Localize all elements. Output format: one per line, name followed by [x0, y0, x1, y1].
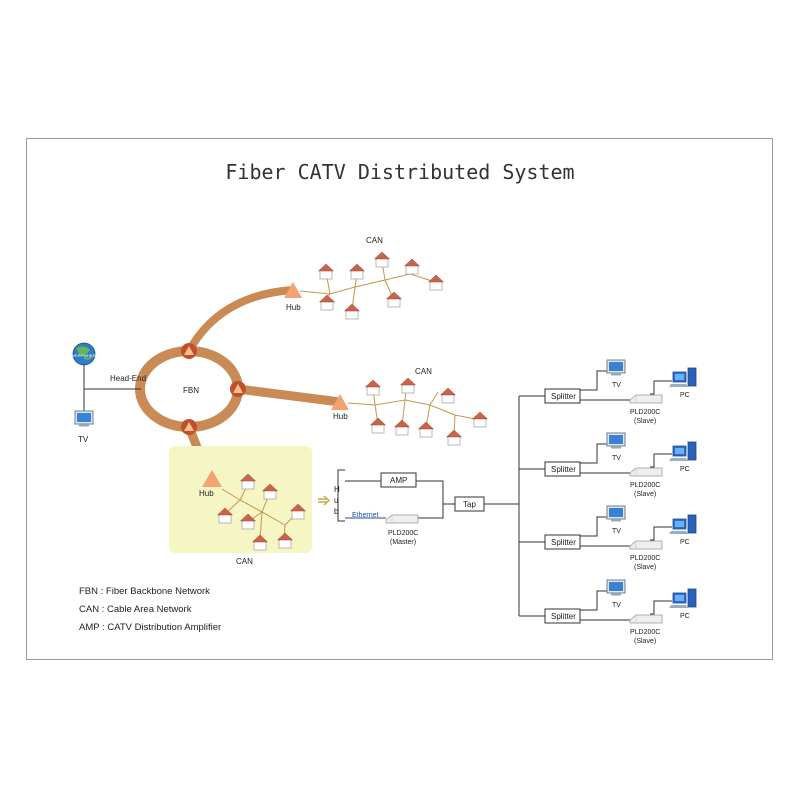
- tv-icon-2: [606, 432, 626, 449]
- diagram-frame: [26, 138, 773, 660]
- fbn-node-top: [181, 343, 197, 359]
- pc-label-4: PC: [680, 613, 690, 620]
- pld-slave-model-4: PLD200C: [630, 629, 660, 636]
- amp-links: [345, 480, 455, 519]
- hub-bottom-label: Hub: [199, 489, 214, 498]
- diagram-title: Fiber CATV Distributed System: [225, 160, 575, 184]
- amp-label: AMP: [390, 476, 407, 485]
- hub-middle: [331, 394, 349, 410]
- splitter-branch-4: [580, 590, 672, 621]
- splitter-label-2: Splitter: [551, 465, 576, 474]
- pc-icon-4: [668, 588, 697, 609]
- fbn-label: FBN: [183, 386, 199, 395]
- hub-vertical-h: H: [334, 485, 340, 494]
- trunk-lines: [484, 395, 545, 617]
- pld-slave-role-4: (Slave): [634, 638, 656, 645]
- pld-slave-role-2: (Slave): [634, 491, 656, 498]
- pc-label-2: PC: [680, 466, 690, 473]
- tv-label-2: TV: [612, 455, 621, 462]
- pld-slave-model-1: PLD200C: [630, 409, 660, 416]
- tv-icon-3: [606, 505, 626, 522]
- splitter-box-2: [544, 461, 581, 477]
- ethernet-label: Ethernet: [352, 512, 379, 519]
- head-end-tv-label: TV: [78, 435, 89, 444]
- head-end-label: Head-End: [110, 374, 146, 383]
- fbn-node-bottom: [181, 419, 197, 435]
- legend-fbn: FBN : Fiber Backbone Network: [79, 586, 210, 597]
- pld-slave-role-3: (Slave): [634, 564, 656, 571]
- pc-icon-2: [668, 441, 697, 462]
- pld-master-icon: [385, 514, 419, 524]
- pld-slave-model-2: PLD200C: [630, 482, 660, 489]
- pld-master-model: PLD200C: [388, 530, 418, 537]
- hub-bottom: [202, 470, 222, 487]
- legend-amp: AMP : CATV Distribution Amplifier: [79, 622, 222, 633]
- splitter-label-3: Splitter: [551, 538, 576, 547]
- splitter-label-4: Splitter: [551, 612, 576, 621]
- hub-bracket: [337, 469, 345, 522]
- hub-middle-label: Hub: [333, 412, 348, 421]
- tv-icon-4: [606, 579, 626, 596]
- can-top-label: CAN: [366, 236, 383, 245]
- pld-slave-role-1: (Slave): [634, 418, 656, 425]
- head-end-tv-icon: [74, 410, 94, 427]
- can-middle-label: CAN: [415, 367, 432, 376]
- tv-label-3: TV: [612, 528, 621, 535]
- hub-vertical-u: u: [334, 496, 338, 505]
- globe-caption: EVERYWHERE: [70, 353, 99, 358]
- pc-icon-3: [668, 514, 697, 535]
- can-top-houses: [318, 251, 444, 320]
- hub-vertical-b: b: [334, 507, 339, 516]
- hub-top: [284, 282, 302, 298]
- pc-icon-1: [668, 367, 697, 388]
- splitter-label-1: Splitter: [551, 392, 576, 401]
- fbn-node-right: [230, 381, 246, 397]
- legend-can: CAN : Cable Area Network: [79, 604, 192, 615]
- pld-slave-model-3: PLD200C: [630, 555, 660, 562]
- pld-slave-icon-2: [629, 467, 663, 477]
- pc-label-3: PC: [680, 539, 690, 546]
- splitter-box-1: [544, 388, 581, 404]
- hub-top-label: Hub: [286, 303, 301, 312]
- amp-box: [380, 472, 417, 488]
- tv-label-4: TV: [612, 602, 621, 609]
- pld-slave-icon-3: [629, 540, 663, 550]
- pc-label-1: PC: [680, 392, 690, 399]
- splitter-branch-3: [580, 516, 672, 547]
- globe-icon: EVERYWHERE: [70, 342, 99, 366]
- splitter-box-4: [544, 608, 581, 624]
- pld-slave-icon-4: [629, 614, 663, 624]
- can-middle-houses: [365, 377, 488, 446]
- splitter-branch-2: [580, 443, 672, 474]
- can-bottom-label: CAN: [236, 557, 253, 566]
- pld-slave-icon-1: [629, 394, 663, 404]
- tap-label: Tap: [463, 500, 476, 509]
- tv-icon-1: [606, 359, 626, 376]
- arrow-icon: [318, 495, 331, 506]
- pld-master-role: (Master): [390, 539, 416, 546]
- splitter-branch-1: [580, 370, 672, 401]
- splitter-box-3: [544, 534, 581, 550]
- tv-label-1: TV: [612, 382, 621, 389]
